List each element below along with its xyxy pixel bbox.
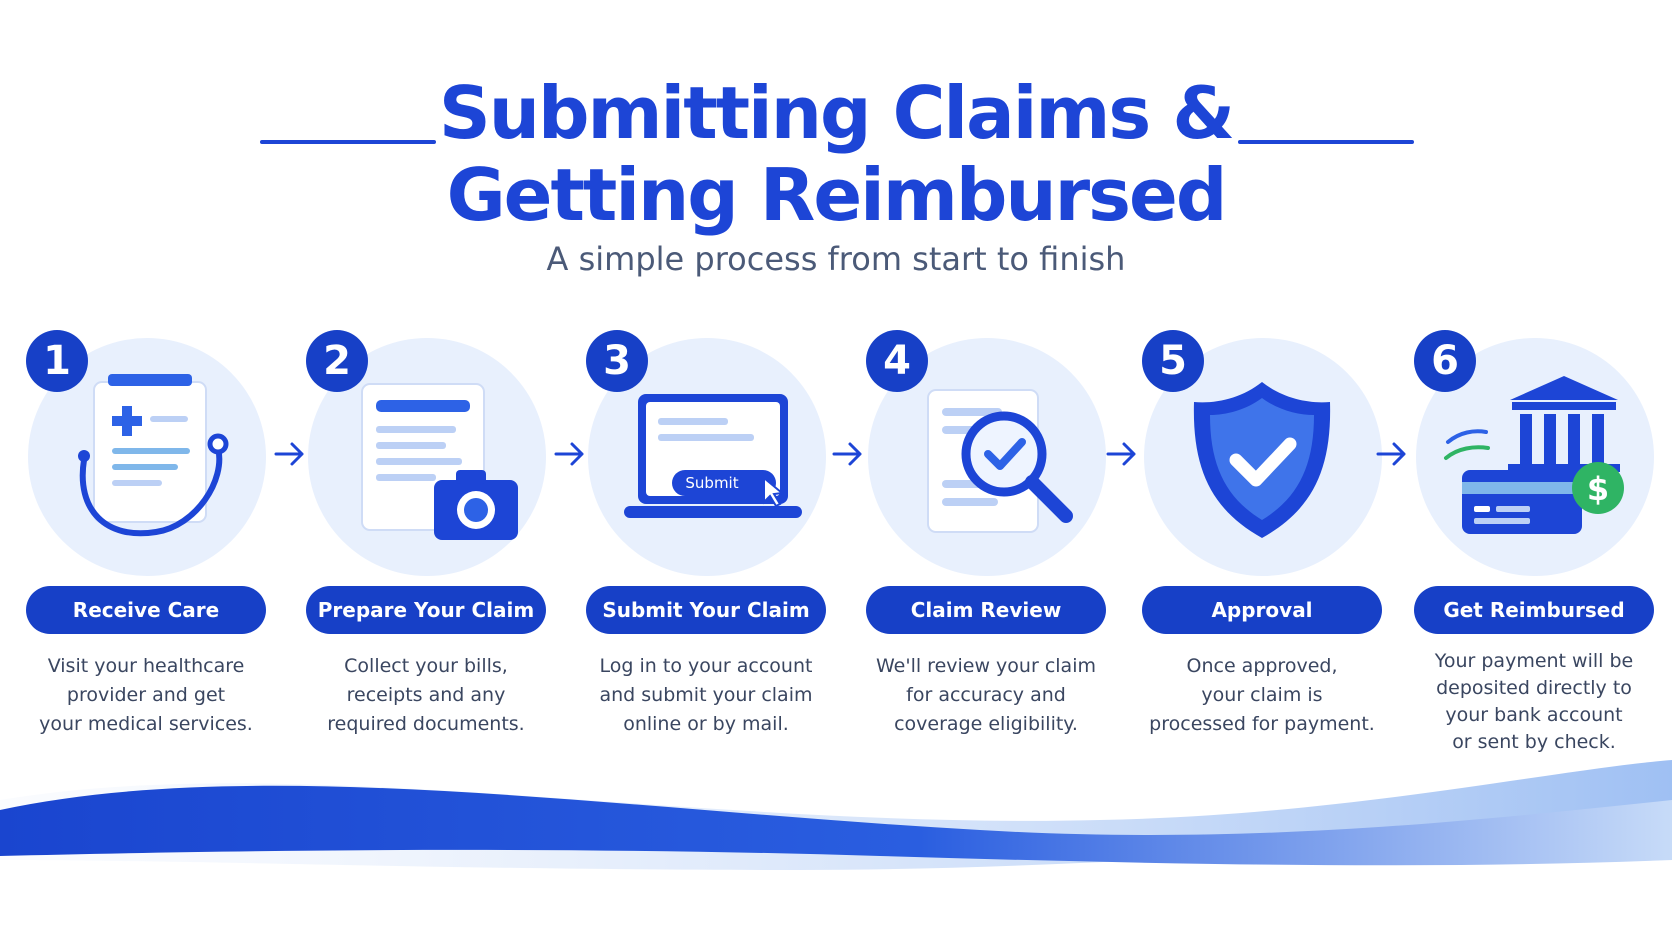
step-number-badge: 5 [1142,330,1204,392]
step-label: Get Reimbursed [1414,586,1654,634]
title-rule-left [260,140,436,144]
description-line: deposited directly to [1436,677,1632,699]
description-line: Log in to your account [599,655,813,677]
description-line: your medical services. [39,713,253,735]
page-subtitle: A simple process from start to finish [546,240,1126,278]
arrow-right-icon [1376,442,1406,466]
step-description: We'll review your claim for accuracy and… [856,652,1116,739]
description-line: and submit your claim [599,684,813,706]
title-line-1: Submitting Claims & [438,71,1235,155]
description-line: your bank account [1445,704,1623,726]
description-line: Once approved, [1186,655,1338,677]
step-number-badge: 6 [1414,330,1476,392]
title-line-2: Getting Reimbursed [446,153,1228,237]
step-description: Collect your bills, receipts and any req… [296,652,556,739]
step-description: Your payment will be deposited directly … [1404,648,1664,756]
description-line: required documents. [327,713,525,735]
decorative-wave [0,760,1672,870]
arrow-right-icon [274,442,304,466]
shield-check-icon [1193,382,1331,538]
page-title: Submitting Claims & Getting Reimbursed [0,72,1672,236]
description-line: your claim is [1201,684,1323,706]
description-line: Visit your healthcare [47,655,245,677]
step-label: Submit Your Claim [586,586,826,634]
step-number-badge: 1 [26,330,88,392]
arrow-right-icon [554,442,584,466]
step-label: Claim Review [866,586,1106,634]
description-line: provider and get [66,684,226,706]
description-line: Collect your bills, [344,655,508,677]
description-line: We'll review your claim [876,655,1096,677]
title-rule-right [1238,140,1414,144]
description-line: receipts and any [346,684,506,706]
step-number-badge: 3 [586,330,648,392]
step-number-badge: 2 [306,330,368,392]
step-description: Log in to your account and submit your c… [576,652,836,739]
arrow-right-icon [832,442,862,466]
medical-clipboard-stethoscope-icon [78,374,229,537]
description-line: Your payment will be [1434,650,1634,672]
step-label: Prepare Your Claim [306,586,546,634]
document-magnifier-check-icon [927,389,1073,533]
submit-button-text: Submit [685,474,738,492]
step-label: Receive Care [26,586,266,634]
description-line: coverage eligibility. [894,713,1078,735]
document-camera-icon [361,383,518,540]
step-description: Visit your healthcare provider and get y… [16,652,276,739]
bank-card-dollar-icon: $ [1444,376,1624,534]
arrow-right-icon [1106,442,1136,466]
laptop-submit-icon: Submit [624,394,802,518]
step-description: Once approved, your claim is processed f… [1132,652,1392,739]
description-line: or sent by check. [1452,731,1616,753]
description-line: processed for payment. [1149,713,1375,735]
dollar-badge-text: $ [1587,470,1609,508]
description-line: online or by mail. [623,713,789,735]
step-number-badge: 4 [866,330,928,392]
step-label: Approval [1142,586,1382,634]
description-line: for accuracy and [906,684,1066,706]
